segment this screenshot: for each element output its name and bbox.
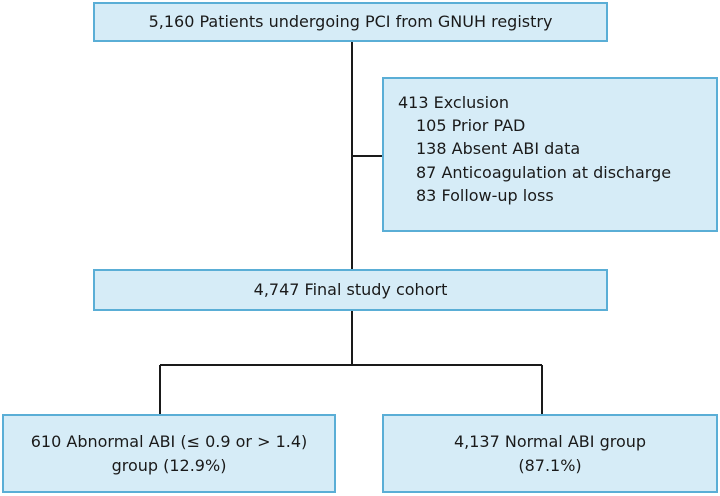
exclusion-title: 413 Exclusion (398, 93, 510, 112)
exclusion-box: 413 Exclusion 105 Prior PAD 138 Absent A… (382, 77, 718, 232)
final-cohort-text: 4,747 Final study cohort (253, 280, 448, 300)
source-population-text: 5,160 Patients undergoing PCI from GNUH … (148, 12, 553, 32)
abnormal-abi-group-line2: group (12.9%) (111, 455, 227, 475)
exclusion-list: 105 Prior PAD 138 Absent ABI data 87 Ant… (398, 114, 702, 207)
normal-abi-group-line2: (87.1%) (518, 455, 582, 475)
exclusion-item: 83 Follow-up loss (416, 185, 554, 205)
final-cohort-box: 4,747 Final study cohort (93, 269, 608, 311)
normal-abi-group-box: 4,137 Normal ABI group (87.1%) (382, 414, 718, 493)
exclusion-item: 138 Absent ABI data (416, 139, 581, 159)
source-population-box: 5,160 Patients undergoing PCI from GNUH … (93, 2, 608, 42)
exclusion-item: 105 Prior PAD (416, 116, 526, 136)
abnormal-abi-group-box: 610 Abnormal ABI (≤ 0.9 or > 1.4) group … (2, 414, 336, 493)
abnormal-abi-group-line1: 610 Abnormal ABI (≤ 0.9 or > 1.4) (30, 432, 308, 452)
normal-abi-group-line1: 4,137 Normal ABI group (453, 432, 647, 452)
exclusion-item: 87 Anticoagulation at discharge (416, 162, 672, 182)
